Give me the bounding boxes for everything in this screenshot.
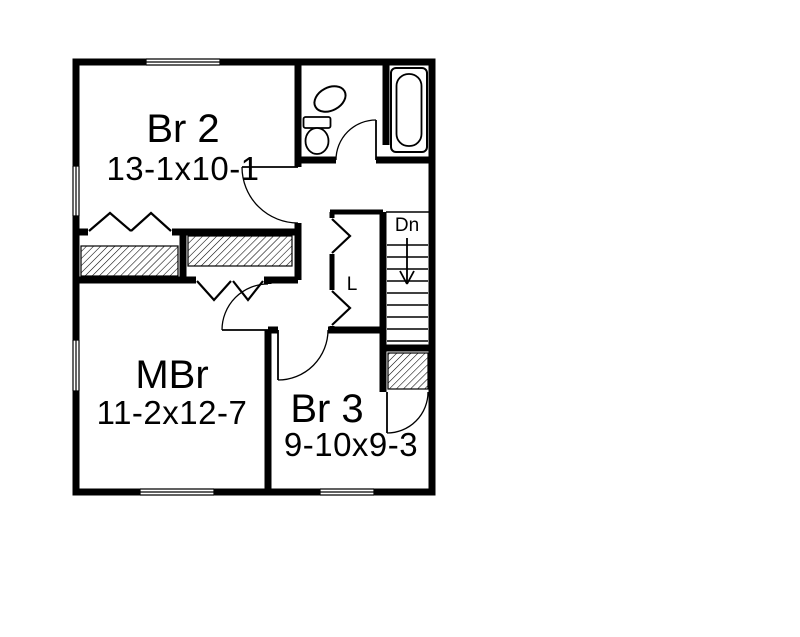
mbr-closet-shelf [187,235,293,267]
window-br3-bottom [319,488,375,496]
linen-closet-label: L [347,274,358,295]
swing-doors [221,119,429,434]
room-labels: Br 2 13-1x10-1 MBr 11-2x12-7 Br 3 9-10x9… [97,107,419,463]
br2-door [241,166,299,224]
down-arrow-icon [399,238,415,285]
br3-door [277,329,329,381]
br2-label: Br 2 [146,107,219,151]
bathtub-icon [390,67,428,153]
window-br2-left [72,165,80,217]
br2-closet-bifold-icon [88,211,172,232]
br3-closet-shelf [387,352,429,390]
br2-dims: 13-1x10-1 [106,150,259,187]
linen-closet-bifold-icon [331,218,352,326]
interior-walls [76,62,432,492]
mbr-closet-bifold-icon [196,280,264,302]
mbr-label: MBr [135,353,208,397]
window-mbr-bottom [139,488,215,496]
stairs-down-label: Dn [395,215,419,236]
windows [71,57,375,497]
stairs [386,211,429,342]
br2-closet-shelf [80,245,179,277]
br3-dims: 9-10x9-3 [284,426,418,463]
mbr-dims: 11-2x12-7 [97,394,248,431]
window-mbr-left [72,339,80,392]
bifold-doors [88,211,352,326]
toilet-icon [302,116,332,155]
sink-icon [313,85,347,113]
closets [80,235,429,390]
br3-label: Br 3 [290,387,363,431]
linen-closet-walls [329,209,383,330]
br3-closet-door [386,391,429,434]
bathroom-door [335,119,377,161]
window-br2-top [145,58,221,66]
mbr-door [221,283,269,331]
bathroom [302,67,428,155]
